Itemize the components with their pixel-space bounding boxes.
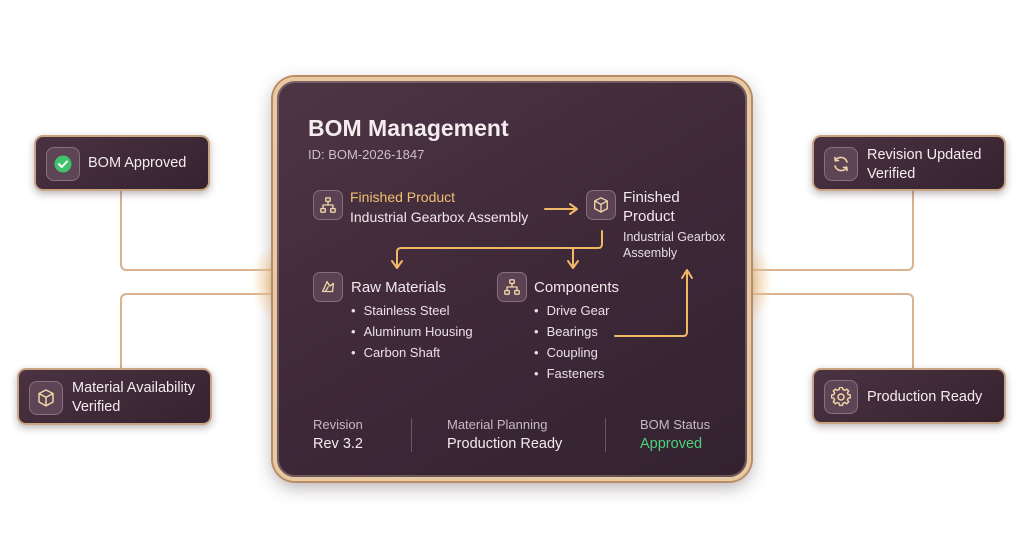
- finished-product-right-value-2: Assembly: [623, 246, 678, 260]
- material-planning-label: Material Planning: [447, 417, 548, 432]
- page-title: BOM Management: [308, 115, 509, 141]
- connector-production-ready: [750, 293, 914, 368]
- list-item: Fasteners: [534, 363, 609, 384]
- material-availability-line2: Verified: [72, 399, 121, 415]
- refresh-icon: [824, 147, 858, 181]
- material-availability-card: Material Availability Verified: [17, 368, 212, 425]
- footer-divider: [605, 418, 606, 452]
- check-circle-icon: [46, 147, 80, 181]
- gear-icon: [824, 380, 858, 414]
- finished-product-right-value-1: Industrial Gearbox: [623, 230, 726, 244]
- list-item: Coupling: [534, 342, 609, 363]
- footer-divider: [411, 418, 412, 452]
- finished-product-right-label-2: Product: [623, 208, 675, 225]
- arrow-to-raw-materials: [396, 230, 603, 267]
- box-icon: [29, 381, 63, 415]
- hierarchy-icon: [497, 272, 527, 302]
- list-item: Bearings: [534, 321, 609, 342]
- raw-materials-label: Raw Materials: [351, 279, 447, 296]
- list-item: Aluminum Housing: [351, 321, 473, 342]
- revision-updated-line2: Verified: [867, 166, 916, 182]
- production-ready-card: Production Ready: [812, 368, 1006, 424]
- bom-id: ID: BOM-2026-1847: [308, 147, 425, 162]
- list-item: Carbon Shaft: [351, 342, 473, 363]
- arrow-components-to-finished: [614, 271, 688, 337]
- list-item: Stainless Steel: [351, 300, 473, 321]
- revision-updated-card: Revision Updated Verified: [812, 135, 1006, 191]
- production-ready-label: Production Ready: [867, 389, 983, 405]
- revision-value: Rev 3.2: [313, 436, 363, 452]
- finished-product-right-label-1: Finished: [623, 189, 680, 206]
- bom-management-card: BOM Management ID: BOM-2026-1847 Finishe…: [273, 77, 751, 481]
- status-badge: Approved: [640, 436, 703, 452]
- revision-updated-line1: Revision Updated: [867, 147, 982, 163]
- components-list: Drive Gear Bearings Coupling Fasteners: [534, 300, 610, 384]
- raw-materials-list: Stainless Steel Aluminum Housing Carbon …: [351, 300, 473, 363]
- box-icon: [586, 190, 616, 220]
- list-item: Drive Gear: [534, 300, 610, 321]
- connector-revision-updated: [750, 191, 914, 271]
- hierarchy-icon: [313, 190, 343, 220]
- material-planning-value: Production Ready: [447, 436, 563, 452]
- connector-bom-approved: [120, 191, 275, 271]
- components-label: Components: [534, 279, 620, 296]
- bom-approved-card: BOM Approved: [34, 135, 210, 191]
- material-availability-line1: Material Availability: [72, 380, 196, 396]
- revision-label: Revision: [313, 417, 363, 432]
- flow-arrows: [391, 203, 693, 337]
- finished-product-label: Finished Product: [350, 189, 456, 205]
- bom-approved-label: BOM Approved: [88, 155, 187, 171]
- bom-status-label: BOM Status: [640, 417, 711, 432]
- materials-icon: [313, 272, 343, 302]
- finished-product-value: Industrial Gearbox Assembly: [350, 209, 529, 225]
- connector-material-availability: [120, 293, 275, 368]
